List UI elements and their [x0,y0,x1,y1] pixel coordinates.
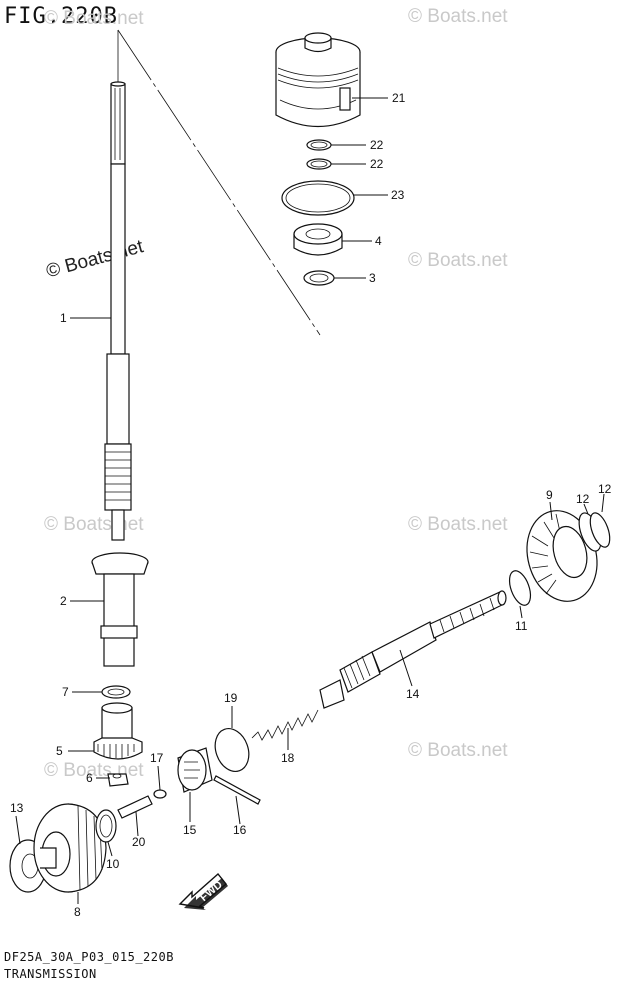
part-label-2: 2 [60,594,67,608]
part-label-5: 5 [56,744,63,758]
part-label-7: 7 [62,685,69,699]
part-label-15: 15 [183,823,197,837]
part-label-9: 9 [546,488,553,502]
part-label-19: 19 [224,691,238,705]
part-20-pin[interactable] [117,795,153,819]
detail-callout-lines [117,29,321,336]
watermark: © Boats.net [408,250,508,271]
part-label-20: 20 [132,835,146,849]
part-label-18: 18 [281,751,295,765]
part-label-12: 12 [598,482,612,496]
part-label-23: 23 [391,188,405,202]
part-label-13: 13 [10,801,24,815]
part-12-shim-outer[interactable] [586,510,613,549]
figure-title: FIG.220B [4,4,118,29]
part-8-forward-gear[interactable] [33,803,107,893]
watermark: © Boats.net [44,8,144,29]
part-23-o-ring[interactable] [281,180,355,216]
part-2-sleeve[interactable] [91,552,149,667]
part-17-clip[interactable] [153,789,167,799]
part-label-3: 3 [369,271,376,285]
part-6-nut[interactable] [107,773,129,787]
figure-name: TRANSMISSION [4,967,97,981]
forward-direction-arrow: FWD [178,872,228,910]
part-15-clutch-dog[interactable] [177,747,213,793]
part-label-22: 22 [370,157,384,171]
part-label-4: 4 [375,234,382,248]
part-1-drive-shaft[interactable] [104,81,132,541]
part-22-ring-lower[interactable] [306,158,332,170]
part-label-10: 10 [106,857,120,871]
part-21-housing[interactable] [275,32,361,128]
part-label-1: 1 [60,311,67,325]
part-labels: 21 22 22 23 4 3 1 2 7 5 6 13 17 10 20 15… [10,91,612,919]
part-9-reverse-gear[interactable] [517,503,606,609]
part-16-push-rod[interactable] [213,775,261,805]
part-14-propeller-shaft[interactable] [319,590,507,709]
part-18-spring[interactable] [251,709,319,741]
part-label-8: 8 [74,905,81,919]
part-label-21: 21 [392,91,406,105]
part-10-washer[interactable] [95,809,117,843]
part-label-12: 12 [576,492,590,506]
part-22-ring-upper[interactable] [306,139,332,151]
part-label-17: 17 [150,751,164,765]
part-label-22: 22 [370,138,384,152]
watermark: © Boats.net [408,6,508,27]
watermark: © Boats.net [408,740,508,761]
part-4-bearing[interactable] [293,223,343,256]
part-3-washer[interactable] [303,270,335,286]
figure-code: DF25A_30A_P03_015_220B [4,950,174,964]
watermark: © Boats.net [408,514,508,535]
part-19-o-ring[interactable] [209,724,254,776]
part-5-pinion-gear[interactable] [93,702,143,760]
part-label-14: 14 [406,687,420,701]
part-label-11: 11 [515,619,528,633]
part-label-6: 6 [86,771,93,785]
part-11-washer[interactable] [505,568,534,608]
part-7-shim[interactable] [101,685,131,699]
part-label-16: 16 [233,823,247,837]
leader-lines [15,97,605,904]
